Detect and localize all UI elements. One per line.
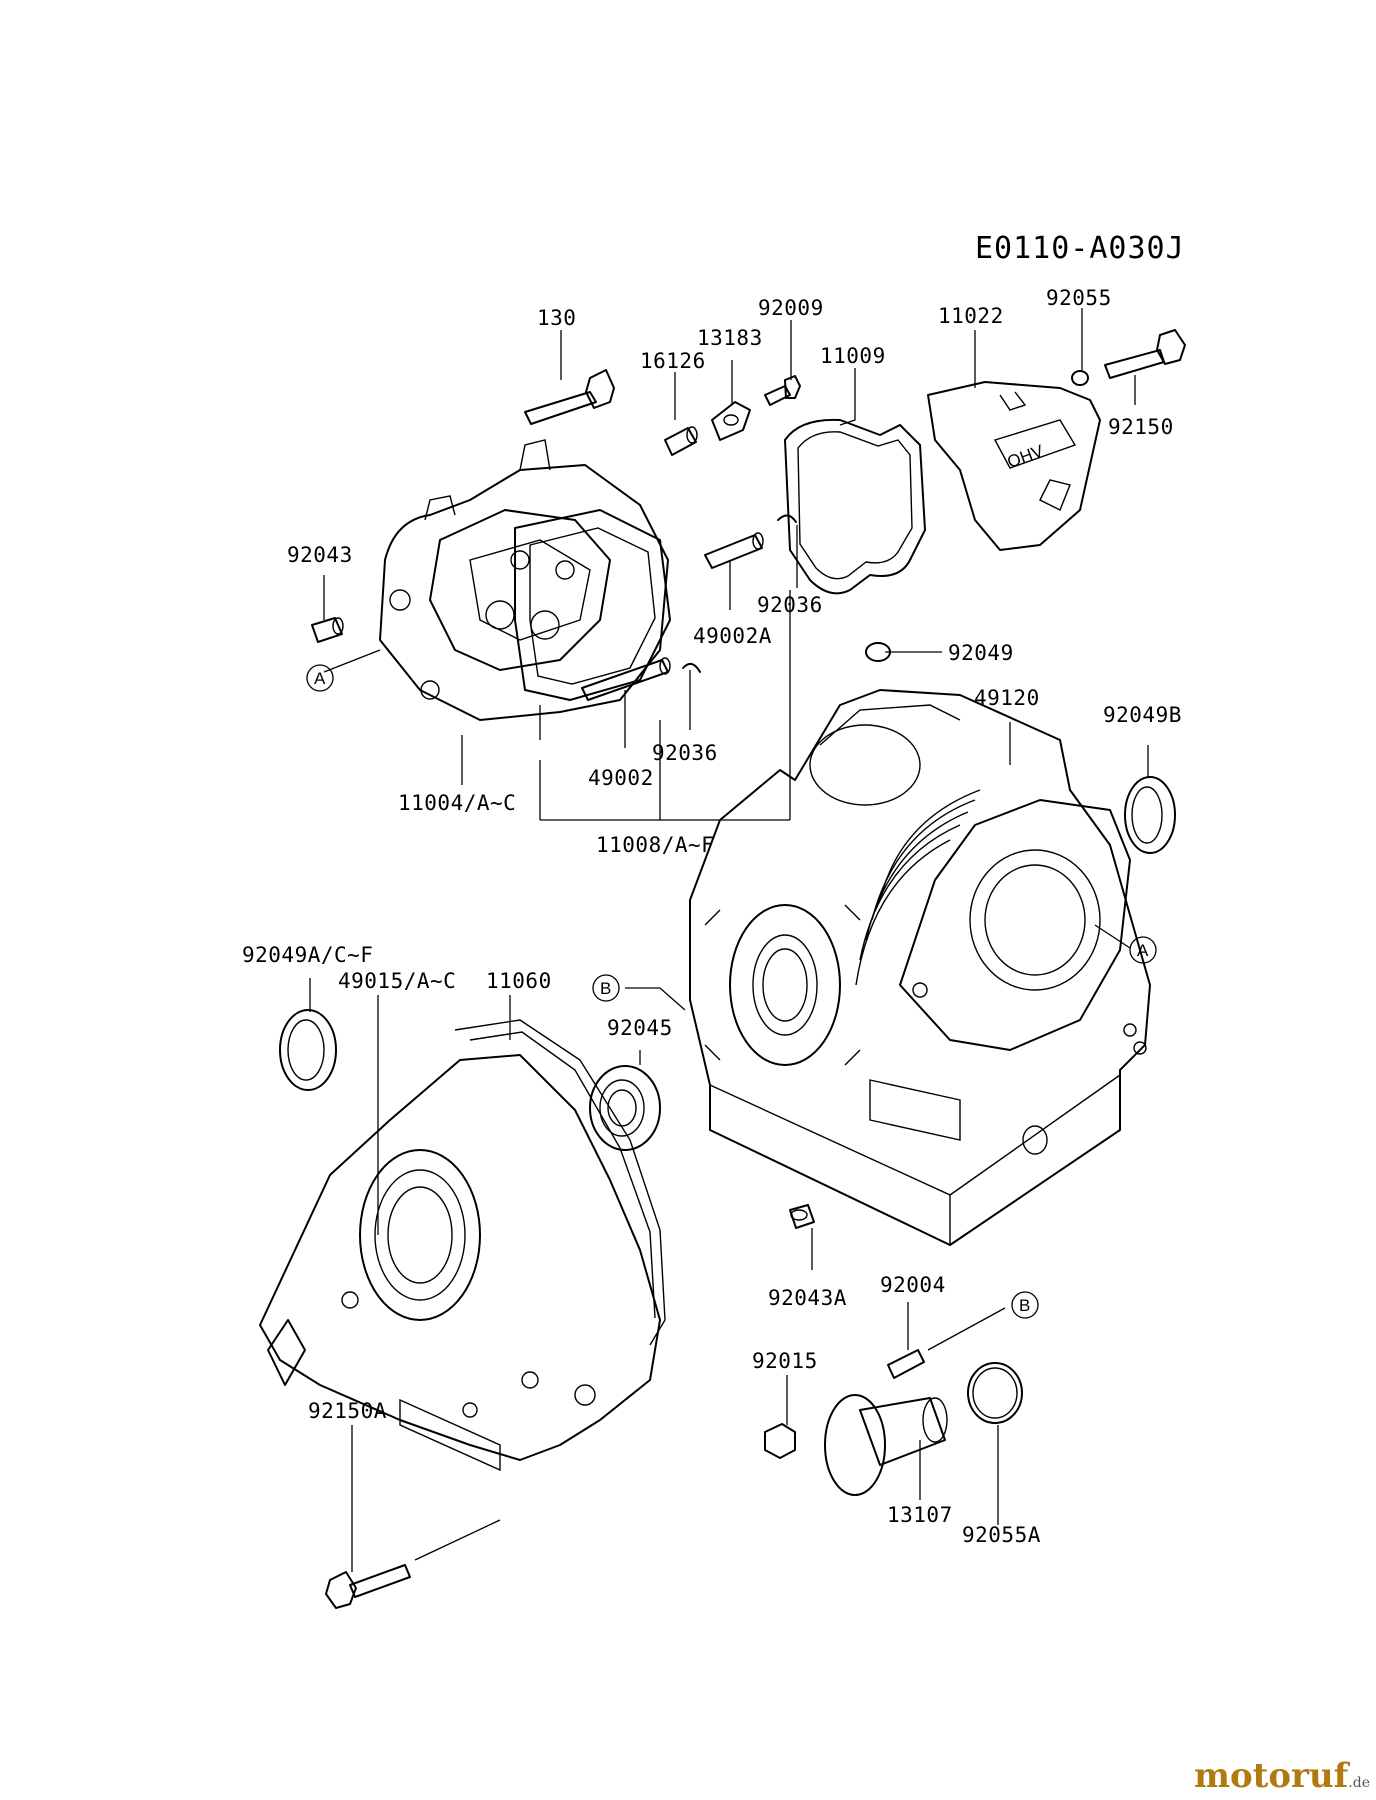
shaft-13107 (824, 1394, 948, 1496)
ring-92036-lower (682, 662, 701, 673)
label-49120: 49120 (974, 686, 1040, 710)
svg-text:B: B (600, 979, 611, 998)
oil-seal-92049A (279, 1009, 337, 1091)
valve-49002A (704, 532, 764, 569)
label-11022: 11022 (938, 304, 1004, 328)
label-11008: 11008/A~F (596, 833, 714, 857)
label-92015: 92015 (752, 1349, 818, 1373)
o-ring-92055 (1071, 370, 1089, 386)
dowel-pin-16126 (664, 426, 698, 456)
ring-92036-upper (777, 514, 797, 523)
stud-92004 (887, 1349, 925, 1379)
label-92055: 92055 (1046, 286, 1112, 310)
label-92150A: 92150A (308, 1399, 387, 1423)
leader-lines (309, 308, 1149, 1572)
label-92049A: 92049A/C~F (242, 943, 373, 967)
label-13183: 13183 (697, 326, 763, 350)
label-92150: 92150 (1108, 415, 1174, 439)
label-92036-b: 92036 (652, 741, 718, 765)
label-130: 130 (537, 306, 576, 330)
svg-text:B: B (1019, 1296, 1030, 1315)
bolt-130 (524, 369, 615, 425)
label-49002A: 49002A (693, 624, 772, 648)
rocker-cover-gasket-11009 (784, 418, 926, 595)
svg-text:A: A (1137, 941, 1149, 960)
ref-circle-b-shaft: B (1011, 1291, 1039, 1319)
label-92043A: 92043A (768, 1286, 847, 1310)
dowel-pin-92043 (311, 617, 344, 643)
label-11060: 11060 (486, 969, 552, 993)
label-49002: 49002 (588, 766, 654, 790)
o-ring-92055A-inner (972, 1367, 1018, 1419)
bolt-92150 (1104, 329, 1186, 379)
svg-text:A: A (314, 669, 326, 688)
label-92009: 92009 (758, 296, 824, 320)
label-49015: 49015/A~C (338, 969, 456, 993)
label-92036-a: 92036 (757, 593, 823, 617)
nut-92015 (764, 1423, 796, 1459)
label-92004: 92004 (880, 1273, 946, 1297)
plate-13183 (711, 401, 751, 441)
label-92049B: 92049B (1103, 703, 1182, 727)
diagram-code: E0110-A030J (975, 231, 1185, 266)
o-ring-92055A (967, 1362, 1023, 1424)
head-gasket (514, 509, 671, 701)
cover-text: OHV (1005, 441, 1047, 472)
label-92049: 92049 (948, 641, 1014, 665)
crankcase-cover-11060 (259, 1019, 666, 1472)
ref-circle-a-case: A (1129, 936, 1157, 964)
valve-49002 (581, 657, 671, 701)
oil-seal-92049B (1124, 776, 1176, 854)
bolt-92009 (764, 375, 801, 406)
ball-bearing-92045 (589, 1065, 661, 1151)
crankcase-49120 (689, 689, 1151, 1246)
label-92045: 92045 (607, 1016, 673, 1040)
rocker-cover-11022: OHV (927, 381, 1101, 551)
cylinder-head (379, 439, 669, 721)
label-92055A: 92055A (962, 1523, 1041, 1547)
label-16126: 16126 (640, 349, 706, 373)
label-11009: 11009 (820, 344, 886, 368)
ref-circle-a-head: A (306, 664, 334, 692)
label-11004: 11004/A~C (398, 791, 516, 815)
dowel-pin-92043A (789, 1204, 815, 1229)
label-13107: 13107 (887, 1503, 953, 1527)
label-92043: 92043 (287, 543, 353, 567)
bolt-92150A (325, 1564, 411, 1609)
ref-circle-b-case: B (592, 974, 620, 1002)
brand-watermark: motoruf.de (1194, 1756, 1370, 1796)
